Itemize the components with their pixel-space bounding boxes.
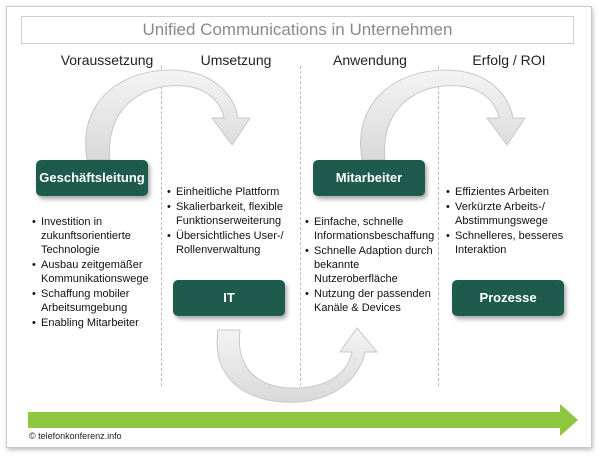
list-item: Skalierbarkeit, flexible Funktionserweit…	[167, 200, 297, 228]
list-item: Investition in zukunftsorientierte Techn…	[32, 215, 154, 257]
box-prozesse: Prozesse	[452, 280, 564, 316]
box-mitarbeiter: Mitarbeiter	[313, 160, 425, 196]
diagram-title: Unified Communications in Unternehmen	[142, 20, 453, 39]
list-item: Verkürzte Arbeits-/ Abstimmungswege	[446, 200, 574, 228]
box-geschaeftsleitung: Geschäftsleitung	[36, 160, 148, 196]
list-item: Nutzung der passenden Kanäle & Devices	[305, 287, 437, 315]
column-heading-anwendung: Anwendung	[333, 52, 407, 68]
column-divider	[161, 66, 162, 386]
box-geschaeftsleitung-label: Geschäftsleitung	[39, 170, 145, 185]
list-item: Einheitliche Plattform	[167, 185, 297, 199]
list-erfolg: Effizientes Arbeiten Verkürzte Arbeits-/…	[446, 185, 574, 258]
box-mitarbeiter-label: Mitarbeiter	[335, 170, 403, 185]
column-heading-erfolg: Erfolg / ROI	[472, 52, 546, 68]
curved-arrow-upper-right	[360, 69, 526, 161]
list-anwendung: Einfache, schnelle Informationsbeschaffu…	[305, 215, 437, 316]
list-item: Effizientes Arbeiten	[446, 185, 574, 199]
list-item: Einfache, schnelle Informationsbeschaffu…	[305, 215, 437, 243]
list-item: Übersichtliches User-/ Rollenverwaltung	[167, 229, 297, 257]
list-item: Schaffung mobiler Arbeitsumgebung	[32, 287, 154, 315]
list-item: Enabling Mitarbeiter	[32, 316, 154, 330]
column-divider	[438, 66, 439, 386]
column-heading-voraussetzung: Voraussetzung	[60, 52, 154, 68]
list-item: Schnelleres, besseres Interaktion	[446, 229, 574, 257]
column-divider	[300, 66, 301, 386]
copyright-notice: © telefonkonferenz.info	[29, 431, 122, 441]
box-it-label: IT	[223, 290, 235, 305]
list-voraussetzung: Investition in zukunftsorientierte Techn…	[32, 215, 154, 331]
box-prozesse-label: Prozesse	[479, 290, 537, 305]
list-item: Schnelle Adaption durch bekannte Nutzero…	[305, 244, 437, 286]
curved-arrow-upper-left	[85, 69, 251, 161]
list-umsetzung: Einheitliche Plattform Skalierbarkeit, f…	[167, 185, 297, 258]
column-heading-umsetzung: Umsetzung	[200, 52, 272, 68]
curved-arrow-bottom	[216, 327, 379, 403]
title-box: Unified Communications in Unternehmen	[21, 16, 574, 44]
box-it: IT	[173, 280, 285, 316]
progress-arrow	[28, 404, 578, 436]
list-item: Ausbau zeitgemäßer Kommunikationswege	[32, 258, 154, 286]
